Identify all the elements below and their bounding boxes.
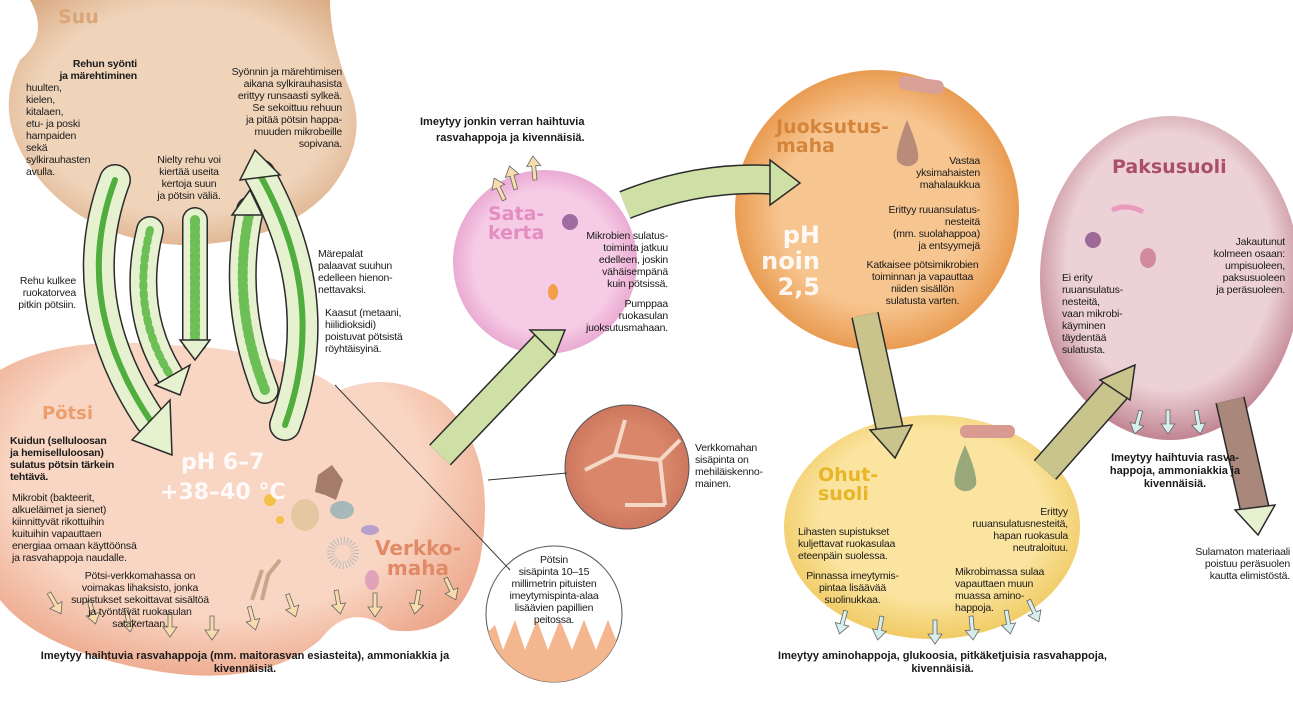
- small-intestine-organ: [784, 415, 1080, 639]
- absorption-arrow-icon: [162, 612, 178, 638]
- reticulum-title: Verkko- maha: [375, 536, 461, 580]
- reticulum-honeycomb-view: [564, 404, 690, 530]
- microbes-decoration: [250, 204, 1156, 601]
- absorption-arrow-icon: [1190, 409, 1207, 435]
- abomasum-title: Juoksutus- maha: [776, 116, 889, 157]
- omasum-title: Sata- kerta: [488, 203, 545, 244]
- absorption-arrow-icon: [1129, 409, 1145, 435]
- band-arrow-heads: [528, 158, 1277, 537]
- mouth-saliva-text: Syönnin ja märehtimisen aikana sylkirauh…: [231, 66, 343, 150]
- absorption-arrow-icon: [504, 165, 520, 191]
- small-intestine-secretion-text: Erittyy ruuansulatusnesteitä, hapan ruok…: [972, 506, 1068, 554]
- rumen-organ: [0, 342, 485, 676]
- large-intestine-fermentation-text: Ei erity ruuansulatus- nesteitä, vaan mi…: [1062, 272, 1124, 356]
- arrow-heads: [130, 148, 282, 457]
- gases-text: Kaasut (metaani, hiilidioksidi) poistuva…: [325, 307, 403, 355]
- abomasum-secretion-text: Erittyy ruuansulatus- nesteitä (mm. suol…: [888, 204, 980, 252]
- abomasum-organ: [735, 70, 1019, 350]
- omasum-digestion-text: Mikrobien sulatus- toiminta jatkuu edell…: [586, 230, 668, 290]
- rumen-papillae-text: Pötsin sisäpinta 10–15 millimetrin pitui…: [509, 554, 599, 626]
- absorption-arrow-icon: [525, 155, 542, 181]
- absorption-arrow-icon: [204, 615, 220, 641]
- esophagus-up-text: Märepalat palaavat suuhun edelleen hieno…: [318, 248, 393, 296]
- absorption-arrow-icon: [85, 599, 101, 625]
- small-intestine-title: Ohut- suoli: [818, 464, 879, 505]
- absorption-arrow-icon: [284, 593, 300, 618]
- rumen-absorption-label: Imeytyy haihtuvia rasvahappoja (mm. mait…: [40, 650, 450, 675]
- absorption-arrow-icon: [927, 619, 943, 645]
- esophagus-down-text: Rehu kulkee ruokatorvea pitkin pötsiin.: [18, 275, 76, 311]
- rumen-title: Pötsi: [42, 403, 94, 424]
- mouth-title: Suu: [58, 6, 99, 28]
- abomasum-equivalent-text: Vastaa yksimahaisten mahalaukkua: [916, 155, 980, 191]
- absorption-arrow-icon: [964, 615, 981, 641]
- absorption-arrow-icon: [120, 607, 137, 633]
- absorption-arrow-icon: [330, 589, 347, 615]
- rumen-muscle-text: Pötsi-verkkomahassa on voimakas lihaksis…: [71, 570, 209, 630]
- rumen-fiber-text: Kuidun (selluloosan ja hemiselluloosan) …: [10, 435, 115, 483]
- abomasum-ph: pH noin 2,5: [761, 221, 820, 301]
- absorption-arrow-icon: [443, 576, 459, 601]
- abomasum-stops-text: Katkaisee pötsimikrobien toiminnan ja va…: [866, 259, 979, 307]
- mouth-eating-heading: Rehun syönti ja märehtiminen: [59, 58, 137, 82]
- rumen-microbes-text: Mikrobit (bakteerit, alkueläimet ja sien…: [12, 492, 137, 564]
- absorption-arrow-icon: [367, 592, 383, 618]
- excretion-text: Sulamaton materiaali poistuu peräsuolen …: [1195, 546, 1290, 582]
- large-intestine-parts-text: Jakautunut kolmeen osaan: umpisuoleen, p…: [1213, 236, 1286, 296]
- absorption-arrow-icon: [1026, 598, 1042, 623]
- omasum-absorption-line-2: rasvahappoja ja kivennäisiä.: [436, 132, 585, 144]
- gastric-droplet: [896, 120, 919, 167]
- mouth-eating-detail: huulten, kielen, kitalaen, etu- ja poski…: [26, 82, 91, 178]
- absorption-arrow-icon: [245, 605, 261, 631]
- reticulum-honeycomb-text: Verkkomahan sisäpinta on mehiläiskenno- …: [695, 442, 763, 490]
- large-intestine-absorption-text: Imeytyy haihtuvia rasva- happoja, ammoni…: [1109, 452, 1241, 490]
- transit-bands: [429, 164, 1270, 514]
- absorption-arrow-icon: [1160, 409, 1176, 435]
- absorption-arrow-icon: [46, 591, 63, 615]
- large-intestine-title: Paksusuoli: [1112, 156, 1227, 178]
- rumen-ph-temp: pH 6–7 +38–40 °C: [160, 450, 286, 505]
- mouth-cycle-text: Nielty rehu voi kiertää useita kertoja s…: [157, 154, 221, 202]
- small-intestine-microbial-text: Mikrobimassa sulaa vapauttaen muun muass…: [955, 566, 1045, 614]
- absorption-arrow-icon: [834, 609, 850, 635]
- small-intestine-muscle-text: Lihasten supistukset kuljettavat ruokasu…: [798, 526, 896, 562]
- absorption-arrow-icon: [491, 177, 507, 202]
- large-intestine-organ: [1040, 116, 1293, 440]
- esophagus-arrows: [82, 159, 319, 441]
- omasum-organ: [453, 170, 637, 354]
- absorption-arrows: [46, 155, 1207, 645]
- omasum-absorption-line-1: Imeytyy jonkin verran haihtuvia: [420, 116, 585, 128]
- omasum-pump-text: Pumppaa ruokasulan juoksutusmahaan.: [585, 298, 668, 334]
- absorption-arrow-icon: [1000, 609, 1017, 635]
- absorption-arrow-icon: [871, 615, 888, 641]
- small-intestine-villi-text: Pinnassa imeytymis- pintaa lisäävää suol…: [806, 570, 899, 606]
- bile-droplet: [954, 445, 977, 492]
- small-intestine-absorption-label: Imeytyy aminohappoja, glukoosia, pitkäke…: [778, 650, 1107, 675]
- absorption-arrow-icon: [408, 589, 425, 615]
